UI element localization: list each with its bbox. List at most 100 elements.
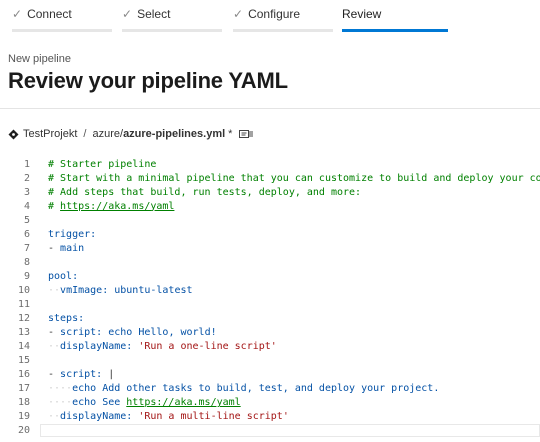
line-number: 12 (17, 313, 30, 325)
code-line[interactable]: 10 ··vmImage: ubuntu-latest (0, 283, 540, 297)
code-text: - main (48, 243, 84, 254)
file-name[interactable]: azure-pipelines.yml (123, 128, 226, 140)
code-line[interactable]: 14 ··displayName: 'Run a one-line script' (0, 340, 540, 354)
step-select[interactable]: ✓ Select (122, 0, 222, 32)
code-token: echo See (72, 397, 127, 409)
code-token: - (48, 327, 61, 339)
variables-icon[interactable] (239, 129, 253, 139)
step-review[interactable]: Review (342, 0, 448, 32)
code-line[interactable]: 15 (0, 354, 540, 368)
step-review-label: Review (342, 7, 382, 21)
line-number: 5 (23, 214, 30, 226)
code-text: ··displayName: 'Run a multi-line script' (48, 411, 289, 422)
code-token: displayName: (60, 411, 133, 423)
code-line[interactable]: 7 - main (0, 241, 540, 255)
line-number: 4 (23, 200, 30, 212)
code-line[interactable]: 12 steps: (0, 312, 540, 326)
line-number: 18 (17, 397, 30, 409)
code-text: ····echo Add other tasks to build, test,… (48, 383, 439, 394)
code-token: pool: (48, 270, 79, 282)
repo-name[interactable]: TestProjekt (23, 128, 78, 140)
code-token: ·· (48, 341, 61, 353)
code-token: 'Run a one-line script' (138, 341, 277, 353)
header-divider (0, 108, 540, 109)
code-token: ·· (48, 284, 61, 296)
checkmark-icon: ✓ (12, 7, 23, 21)
step-connect-bar (12, 29, 112, 32)
step-select-label: Select (137, 7, 171, 21)
line-number: 19 (17, 411, 30, 423)
line-number: 14 (17, 341, 30, 353)
code-text: - script: echo Hello, world! (48, 327, 217, 338)
code-line[interactable]: 2# Start with a minimal pipeline that yo… (0, 171, 540, 185)
code-line[interactable]: 8 (0, 255, 540, 269)
code-token: script: (60, 327, 103, 339)
line-number: 7 (23, 242, 30, 254)
code-token: steps: (48, 313, 85, 325)
code-token: # Starter pipeline (48, 158, 157, 170)
code-text: # Starter pipeline (48, 159, 156, 170)
code-token: script: (60, 369, 103, 381)
code-line[interactable]: 4 # https://aka.ms/yaml (0, 199, 540, 213)
code-token: | (102, 369, 115, 381)
step-connect[interactable]: ✓ Connect (12, 0, 112, 32)
checkmark-icon: ✓ (122, 7, 133, 21)
code-line[interactable]: 9 pool: (0, 269, 540, 283)
line-number: 13 (17, 327, 30, 339)
breadcrumb: New pipeline (8, 53, 71, 65)
line-number: 17 (17, 383, 30, 395)
code-line[interactable]: 11 (0, 298, 540, 312)
code-link[interactable]: https://aka.ms/yaml (126, 397, 241, 409)
code-line[interactable]: 16 - script: | (0, 368, 540, 382)
checkmark-icon: ✓ (233, 7, 244, 21)
code-text: ··vmImage: ubuntu-latest (48, 285, 193, 296)
code-line[interactable]: 5 (0, 213, 540, 227)
step-configure-label: Configure (248, 7, 301, 21)
step-connect-label: Connect (27, 7, 72, 21)
page-title: Review your pipeline YAML (8, 68, 288, 93)
code-token: echo Add other tasks to build, test, and… (72, 383, 440, 395)
line-number: 20 (17, 425, 30, 437)
code-token: - (48, 242, 61, 254)
code-text: # Add steps that build, run tests, deplo… (48, 187, 361, 198)
code-text: steps: (48, 313, 84, 324)
step-configure-bar (233, 29, 333, 32)
code-token: 'Run a multi-line script' (138, 411, 289, 423)
code-token: - (48, 369, 61, 381)
code-token: displayName: (60, 341, 133, 353)
code-line[interactable]: 13 - script: echo Hello, world! (0, 326, 540, 340)
code-line[interactable]: 19 ··displayName: 'Run a multi-line scrip… (0, 410, 540, 424)
code-line[interactable]: 17 ····echo Add other tasks to build, tes… (0, 382, 540, 396)
code-token: ···· (48, 383, 73, 395)
line-number: 8 (23, 256, 30, 268)
repo-icon (8, 129, 19, 140)
file-path: TestProjekt / azure/ azure-pipelines.yml… (8, 126, 253, 142)
line-number: 16 (17, 369, 30, 381)
code-token: # Start with a minimal pipeline that you… (48, 172, 540, 184)
code-line[interactable]: 18 ····echo See https://aka.ms/yaml (0, 396, 540, 410)
code-text: # Start with a minimal pipeline that you… (48, 173, 540, 184)
code-line[interactable]: 3# Add steps that build, run tests, depl… (0, 185, 540, 199)
code-text: trigger: (48, 229, 96, 240)
code-token: trigger: (48, 228, 97, 240)
folder-name[interactable]: azure/ (92, 128, 124, 140)
step-configure[interactable]: ✓ Configure (233, 0, 333, 32)
line-number: 10 (17, 284, 30, 296)
code-line[interactable]: 1# Starter pipeline (0, 157, 540, 171)
line-number: 15 (17, 355, 30, 367)
code-token: # (48, 200, 61, 212)
code-token: ·· (48, 411, 61, 423)
code-token: echo Hello, world! (108, 327, 217, 339)
code-text: ····echo See https://aka.ms/yaml (48, 397, 241, 408)
path-separator: / (83, 128, 87, 140)
code-token: ···· (48, 397, 73, 409)
code-link[interactable]: https://aka.ms/yaml (60, 200, 175, 212)
code-token: ubuntu-latest (114, 284, 193, 296)
current-line-highlight (40, 424, 540, 438)
line-number: 9 (23, 270, 30, 282)
code-token: main (60, 242, 85, 254)
code-line[interactable]: 20 (0, 424, 540, 438)
code-text: ··displayName: 'Run a one-line script' (48, 341, 277, 352)
